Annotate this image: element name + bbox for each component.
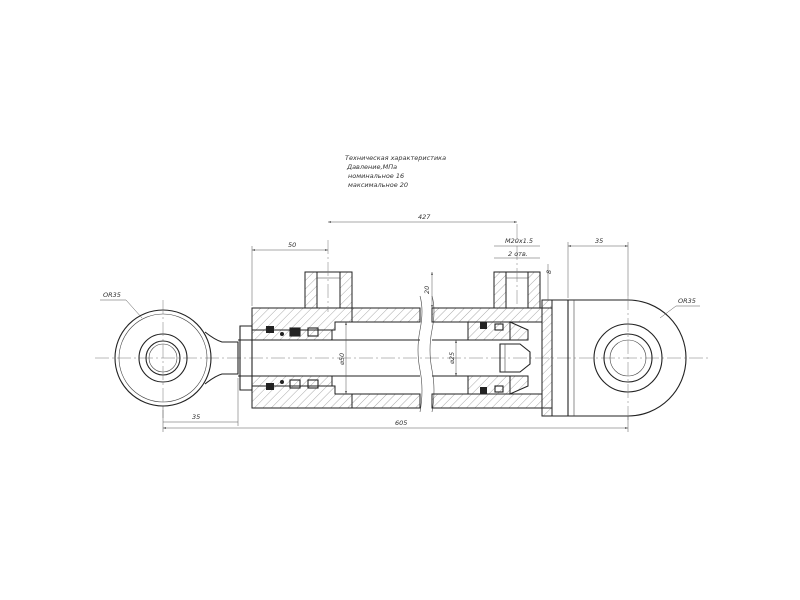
note-line-4: максимальное 20	[348, 181, 408, 189]
dimensions: 427 50 M20x1.5 2 отв. 20 8 35 605 35 ⌀50	[100, 213, 700, 432]
note-line-1: Техническая характеристика	[345, 154, 446, 162]
dim-35-left: 35	[192, 413, 200, 421]
left-eye	[114, 300, 239, 418]
dim-35-right: 35	[595, 237, 603, 245]
dim-radius-right: OR35	[678, 297, 696, 305]
dim-thread: M20x1.5	[505, 237, 533, 245]
dim-427: 427	[418, 213, 431, 221]
right-eye	[593, 296, 663, 422]
technical-notes: Техническая характеристика Давление,МПа …	[345, 154, 446, 189]
left-port	[304, 240, 353, 312]
dim-605: 605	[395, 419, 407, 427]
dim-radius-left: OR35	[103, 291, 121, 299]
note-line-2: Давление,МПа	[346, 163, 397, 171]
dim-20: 20	[423, 286, 431, 294]
dim-rod: ⌀25	[448, 352, 456, 364]
dim-8: 8	[545, 270, 553, 274]
end-cap	[541, 299, 687, 417]
cylinder-tube	[252, 307, 552, 409]
note-line-3: номинальное 16	[348, 172, 404, 180]
piston	[467, 321, 531, 395]
right-port	[493, 224, 541, 312]
cylinder-gland	[239, 307, 353, 409]
dim-50: 50	[288, 241, 296, 249]
dim-thread-holes: 2 отв.	[508, 250, 528, 258]
dim-bore: ⌀50	[338, 353, 346, 365]
